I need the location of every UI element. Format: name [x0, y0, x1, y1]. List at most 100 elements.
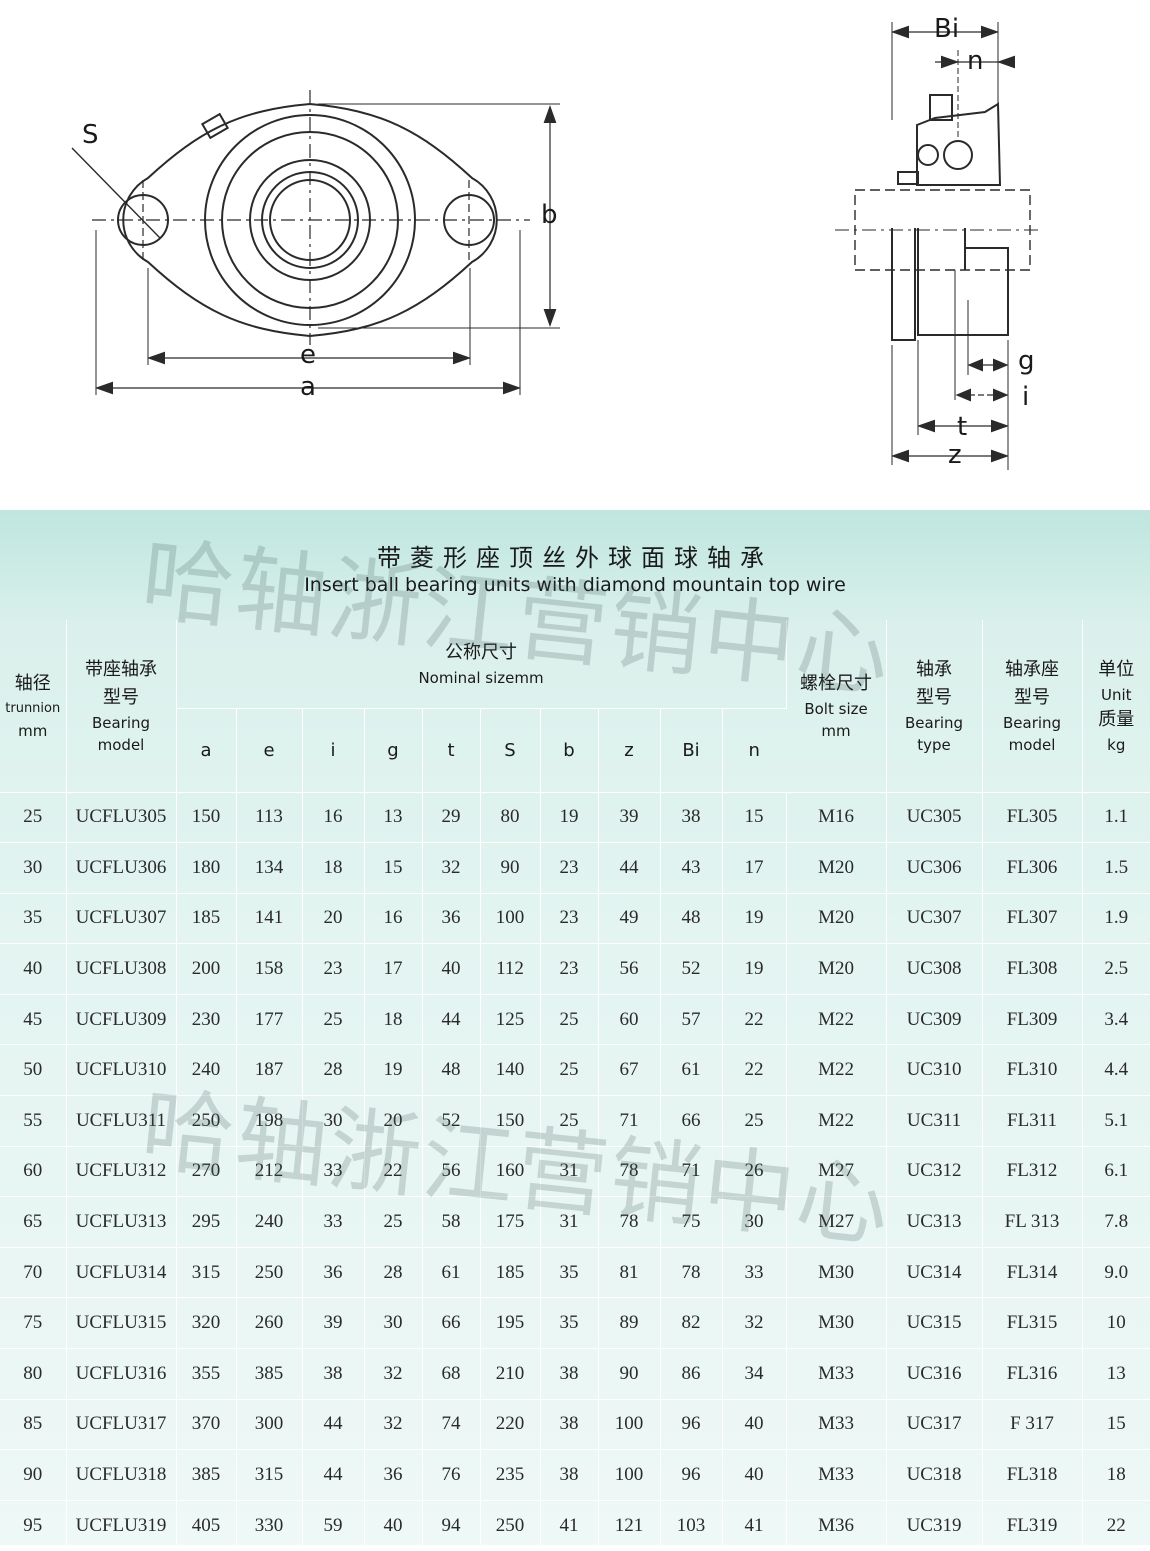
table-cell: 250 [236, 1247, 303, 1299]
table-cell: 80 [0, 1348, 67, 1400]
table-cell: UC316 [886, 1348, 983, 1400]
table-cell: 41 [722, 1500, 787, 1551]
header-housing-model: 轴承座 型号 Bearing model [982, 620, 1083, 793]
header-bearing-model: 带座轴承 型号 Bearing model [66, 620, 177, 793]
table-cell: 1.9 [1082, 893, 1150, 945]
table-cell: UCFLU313 [66, 1196, 177, 1248]
table-cell: 70 [0, 1247, 67, 1299]
table-cell: M16 [786, 792, 887, 844]
spec-table: 轴径 trunnion mm 带座轴承 型号 Bearing model 公称尺… [0, 620, 1150, 1551]
table-cell: UCFLU306 [66, 842, 177, 894]
table-cell: 23 [302, 943, 365, 995]
table-cell: 210 [480, 1348, 541, 1400]
table-cell: FL310 [982, 1044, 1083, 1097]
table-cell: 40 [722, 1449, 787, 1501]
header-dim-e: e [236, 708, 303, 793]
table-cell: 200 [176, 943, 237, 995]
label-a: a [300, 372, 316, 402]
table-cell: 13 [364, 792, 423, 844]
table-cell: 16 [364, 893, 423, 945]
header-nominal-size: 公称尺寸 Nominal sizemm [176, 620, 787, 709]
table-cell: 35 [0, 893, 67, 945]
table-cell: 10 [1082, 1297, 1150, 1350]
table-cell: UC319 [886, 1500, 983, 1551]
table-cell: FL314 [982, 1247, 1083, 1299]
table-cell: 23 [540, 943, 599, 995]
table-cell: 2.5 [1082, 943, 1150, 995]
table-cell: 44 [302, 1399, 365, 1451]
table-cell: 315 [236, 1449, 303, 1501]
table-cell: 86 [660, 1348, 723, 1400]
table-cell: 25 [0, 792, 67, 844]
table-cell: 65 [0, 1196, 67, 1248]
table-cell: UCFLU312 [66, 1146, 177, 1198]
table-cell: 141 [236, 893, 303, 945]
table-cell: 17 [722, 842, 787, 894]
table-cell: 385 [176, 1449, 237, 1501]
table-cell: 66 [660, 1095, 723, 1147]
table-cell: 385 [236, 1348, 303, 1400]
table-cell: F 317 [982, 1399, 1083, 1451]
table-cell: 74 [422, 1399, 481, 1451]
table-cell: 25 [540, 994, 599, 1046]
table-cell: UC317 [886, 1399, 983, 1451]
table-cell: 36 [302, 1247, 365, 1299]
table-cell: 38 [302, 1348, 365, 1400]
table-cell: UC313 [886, 1196, 983, 1248]
table-cell: 15 [1082, 1399, 1150, 1451]
table-cell: 16 [302, 792, 365, 844]
label-i: i [1022, 382, 1030, 412]
table-cell: 31 [540, 1196, 599, 1248]
table-cell: UCFLU317 [66, 1399, 177, 1451]
table-cell: 55 [0, 1095, 67, 1147]
table-cell: UC309 [886, 994, 983, 1046]
table-cell: M30 [786, 1247, 887, 1299]
table-cell: 185 [176, 893, 237, 945]
table-cell: 22 [722, 1044, 787, 1097]
table-cell: 23 [540, 893, 599, 945]
table-cell: UCFLU308 [66, 943, 177, 995]
table-cell: 370 [176, 1399, 237, 1451]
table-cell: 66 [422, 1297, 481, 1350]
table-cell: 25 [302, 994, 365, 1046]
table-cell: FL307 [982, 893, 1083, 945]
table-cell: UCFLU315 [66, 1297, 177, 1350]
table-cell: 45 [0, 994, 67, 1046]
table-cell: 25 [722, 1095, 787, 1147]
table-cell: 315 [176, 1247, 237, 1299]
table-cell: 38 [540, 1399, 599, 1451]
table-cell: 320 [176, 1297, 237, 1350]
table-cell: UCFLU310 [66, 1044, 177, 1097]
table-cell: M30 [786, 1297, 887, 1350]
table-cell: 20 [364, 1095, 423, 1147]
table-cell: UC314 [886, 1247, 983, 1299]
table-cell: 121 [598, 1500, 661, 1551]
table-cell: 58 [422, 1196, 481, 1248]
table-cell: 78 [660, 1247, 723, 1299]
table-cell: 39 [302, 1297, 365, 1350]
table-cell: 19 [540, 792, 599, 844]
label-g: g [1018, 346, 1035, 376]
table-cell: 25 [364, 1196, 423, 1248]
table-cell: UCFLU316 [66, 1348, 177, 1400]
table-cell: 25 [540, 1044, 599, 1097]
table-cell: FL316 [982, 1348, 1083, 1400]
table-cell: 22 [722, 994, 787, 1046]
table-cell: 76 [422, 1449, 481, 1501]
table-cell: 30 [364, 1297, 423, 1350]
table-cell: UC310 [886, 1044, 983, 1097]
table-cell: 30 [0, 842, 67, 894]
table-cell: 23 [540, 842, 599, 894]
table-cell: 235 [480, 1449, 541, 1501]
table-cell: UC305 [886, 792, 983, 844]
table-cell: FL305 [982, 792, 1083, 844]
label-s: S [82, 120, 99, 150]
label-b: b [541, 200, 558, 230]
